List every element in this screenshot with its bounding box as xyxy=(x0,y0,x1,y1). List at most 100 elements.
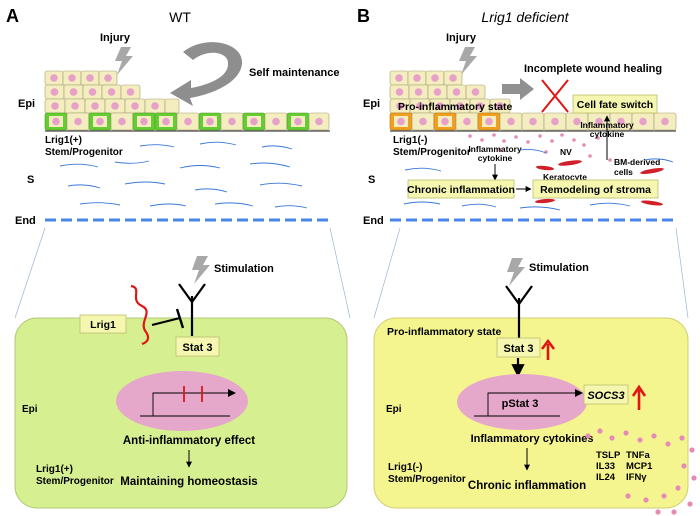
red-cross-2 xyxy=(541,79,569,113)
cell-stem-label-b-2: Stem/Progenitor xyxy=(388,474,466,485)
epi-nucleus xyxy=(74,117,82,126)
remodeling-box xyxy=(532,179,659,199)
stroma-fiber xyxy=(403,201,441,205)
stroma-fiber xyxy=(249,162,291,168)
cytokine-dot xyxy=(661,493,667,499)
epi-nucleus xyxy=(107,88,116,96)
incomplete-healing-label: Incomplete wound healing xyxy=(524,63,662,75)
stat3-box-a xyxy=(175,336,220,357)
lightning-icon xyxy=(507,258,525,286)
stroma-fiber xyxy=(261,145,293,150)
epi-cell xyxy=(164,98,180,114)
epi-nucleus xyxy=(419,117,427,126)
keratocyte-cell xyxy=(558,160,582,166)
epi-nucleus xyxy=(395,74,403,82)
up-arrow-icon xyxy=(631,384,647,410)
panel-a-injury-label: Injury xyxy=(100,32,131,44)
cytokine-dot xyxy=(689,447,695,453)
gene-promoter-b xyxy=(474,392,578,417)
stroma-fiber xyxy=(67,184,101,189)
cell-fate-label: Cell fate switch xyxy=(577,99,653,111)
epi-nucleus xyxy=(162,117,170,126)
cytokine-tslp: TSLP xyxy=(596,450,621,461)
chronic-inflammation-box xyxy=(407,179,515,199)
cytokine-left-label-2: cytokine xyxy=(478,153,513,163)
epi-nucleus xyxy=(184,117,192,126)
bm-cells-label-2: cells xyxy=(614,167,633,177)
keratocyte-cell xyxy=(535,198,555,204)
epi-nucleus xyxy=(51,102,59,110)
panel-a-stroma-label: S xyxy=(27,174,34,186)
panel-b-stem-label-1: Lrig1(-) xyxy=(393,135,427,146)
stroma-fiber xyxy=(214,202,254,207)
cytokine-dot xyxy=(526,140,530,144)
epi-nucleus xyxy=(104,74,112,82)
pro-inflammatory-state-label: Pro-inflammatory state xyxy=(398,101,513,113)
stat3-label-a: Stat 3 xyxy=(183,342,213,354)
epi-nucleus xyxy=(449,74,457,82)
epi-nucleus xyxy=(452,88,461,96)
epi-nucleus xyxy=(471,88,480,96)
epi-row-a1 xyxy=(44,70,118,86)
cytokine-dot xyxy=(608,158,612,162)
panel-a-stem-label-2: Stem/Progenitor xyxy=(45,147,123,158)
gene-promoter-a xyxy=(140,392,232,417)
lrig1-label: Lrig1 xyxy=(90,319,116,331)
up-arrow-icon xyxy=(540,338,556,360)
cytokine-dot xyxy=(597,428,603,434)
stroma-fiber xyxy=(199,141,237,146)
panel-b-stimulation-label: Stimulation xyxy=(529,262,589,274)
cytokine-dot xyxy=(665,441,671,447)
cytokine-mcp1: MCP1 xyxy=(626,461,653,472)
epi-nucleus xyxy=(397,117,405,126)
homeostasis-label: Maintaining homeostasis xyxy=(120,476,257,488)
cytokine-left-label-1: Inflammatory xyxy=(468,144,522,154)
panel-a: A WT Injury Self maintenance Epi xyxy=(6,6,351,509)
cell-epi-label-b: Epi xyxy=(386,404,402,415)
stat3-box-b xyxy=(496,337,541,358)
zoom-line-a-left xyxy=(14,227,46,319)
cytokine-dot xyxy=(502,139,506,143)
epi-nucleus xyxy=(250,117,258,126)
stroma-fiber xyxy=(149,203,187,207)
epi-nucleus xyxy=(111,102,119,110)
inflammatory-cytokines-label: Inflammatory cytokines xyxy=(471,433,594,445)
transcription-arrowhead xyxy=(575,389,583,397)
epi-nucleus xyxy=(272,117,280,126)
panel-a-letter: A xyxy=(6,6,19,26)
cytokine-dot xyxy=(498,148,502,152)
epi-nucleus xyxy=(151,102,159,110)
stroma-fiber xyxy=(139,144,175,148)
epi-nucleus xyxy=(639,117,647,126)
stroma-fibers-a xyxy=(59,141,308,209)
stroma-fiber xyxy=(114,160,150,164)
stroma-fiber xyxy=(519,148,547,154)
epi-nucleus xyxy=(456,102,464,110)
epi-nucleus xyxy=(96,117,104,126)
epi-nucleus xyxy=(50,88,59,96)
epi-row-b1 xyxy=(389,70,463,86)
epi-nucleus xyxy=(69,88,78,96)
lrig1-box xyxy=(79,314,127,334)
epi-nucleus xyxy=(431,74,439,82)
cytokine-dot xyxy=(585,433,591,439)
bm-cells-label-1: BM-derived xyxy=(614,157,660,167)
curved-arrow-icon xyxy=(170,42,243,106)
lightning-icon xyxy=(192,256,210,284)
panel-a-title: WT xyxy=(169,9,191,25)
cytokine-dot xyxy=(544,150,548,154)
lrig1-molecule xyxy=(130,284,150,346)
panel-a-epi-label: Epi xyxy=(18,98,35,110)
epi-nucleus xyxy=(413,74,421,82)
cytokine-dot xyxy=(468,134,472,138)
panel-b-endo-label: End xyxy=(363,215,384,227)
basal-row-a xyxy=(44,112,330,131)
stroma-fiber xyxy=(179,165,221,169)
transcription-arrowhead xyxy=(228,389,236,397)
epi-nucleus xyxy=(595,117,603,126)
epi-nucleus xyxy=(126,88,135,96)
cell-stem-label-a-1: Lrig1(+) xyxy=(36,464,73,475)
epi-nucleus xyxy=(416,102,424,110)
stroma-fiber xyxy=(274,205,308,209)
